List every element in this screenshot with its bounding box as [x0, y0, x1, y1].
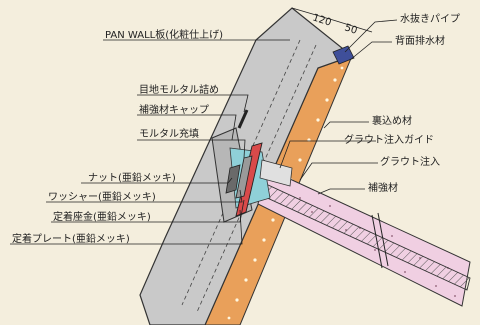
label-grout-inject: グラウト注入 [380, 155, 440, 168]
label-mortar-fill: モルタル充填 [139, 127, 199, 140]
dimension-line [291, 7, 334, 21]
dimension-line [332, 19, 373, 33]
bar-break-mark [371, 214, 383, 269]
label-drain-pipe: 水抜きパイプ [400, 12, 460, 25]
label-reinforcement: 補強材 [368, 181, 398, 194]
leader-lines [10, 19, 398, 245]
drain-pipe [332, 45, 355, 65]
anchor-nut [225, 164, 241, 194]
anchor-washer [235, 155, 253, 199]
label-washer: ワッシャー(亜鉛メッキ) [48, 190, 156, 203]
bar-break-mark [377, 212, 389, 267]
label-grout-guide: グラウト注入ガイド [344, 133, 434, 146]
label-joint-mortar: 目地モルタル詰め [139, 83, 219, 96]
grout-guide [259, 159, 293, 187]
label-pan-wall: PAN WALL板(化粧仕上げ) [105, 28, 223, 41]
label-seat: 定着座金(亜鉛メッキ) [53, 210, 151, 223]
joint-mortar [237, 109, 249, 129]
label-nut: ナット(亜鉛メッキ) [88, 171, 176, 184]
label-plate: 定着プレート(亜鉛メッキ) [12, 232, 130, 245]
dimension-50: 50 [343, 22, 359, 36]
label-backfill: 裏込め材 [372, 114, 412, 127]
label-cap: 補強材キャップ [139, 103, 209, 116]
panel-rebar-line [181, 39, 301, 306]
label-back-drain: 背面排水材 [395, 34, 445, 47]
